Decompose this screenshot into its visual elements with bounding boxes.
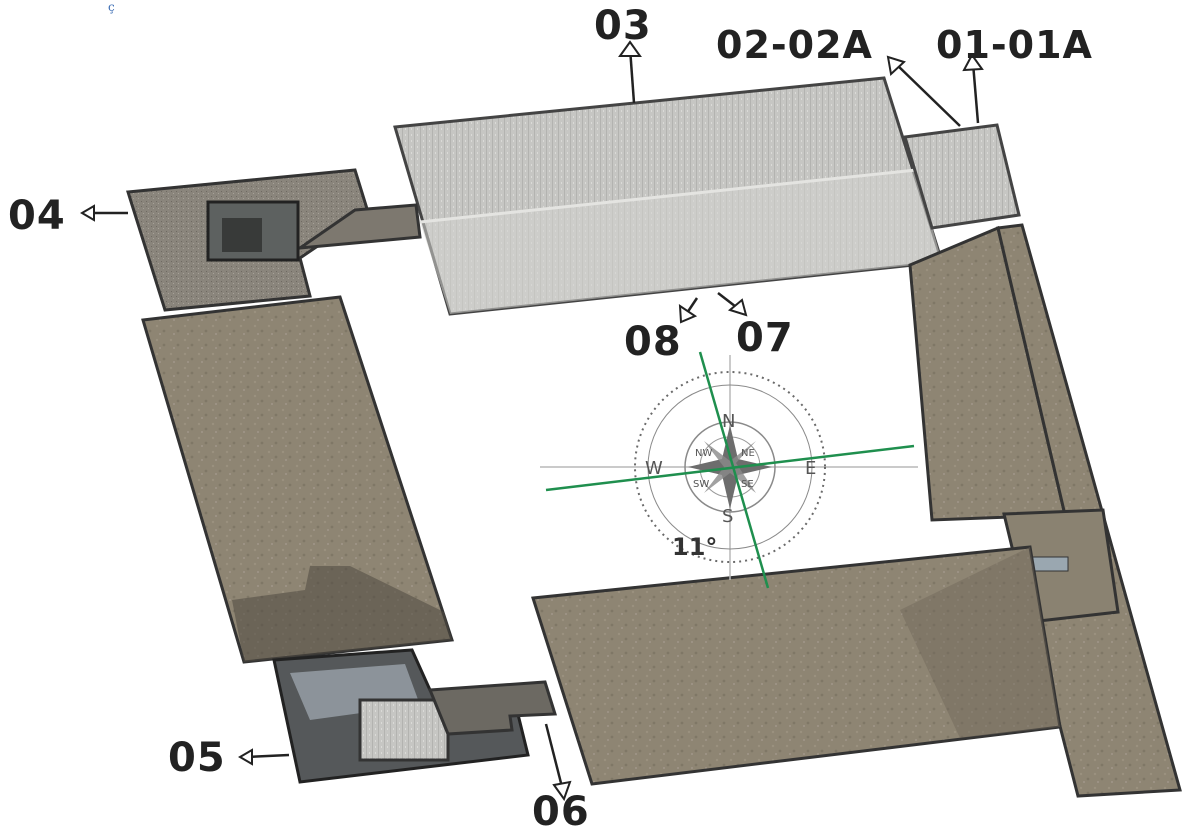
roof-05-metal-box [358,698,450,762]
compass-nw-label: NW [695,448,712,459]
compass-west-label: W [645,458,663,479]
compass-east-label: E [805,458,816,479]
compass-rotated-east-axis [545,444,915,492]
roof-03-ridge [419,168,917,224]
label-05: 05 [168,735,226,781]
arrow-03-head [618,40,642,57]
arrow-06-head [552,780,572,802]
arrow-05 [245,753,290,759]
label-06: 06 [532,789,590,835]
label-04: 04 [8,193,66,239]
corner-mark: ç [108,0,115,14]
label-08: 08 [624,319,682,365]
compass-mid-ring [647,384,813,550]
roof-06-connector [427,680,558,736]
arrow-01-01a [971,62,980,124]
label-01-01a: 01-01A [936,23,1093,67]
compass-se-label: SE [741,479,754,490]
roof-south-building [531,545,1062,786]
roof-04-connector [294,203,422,251]
roof-south-shadow [900,547,1060,738]
label-arrows [80,40,984,802]
arrow-08-head [678,304,698,324]
compass-inner-ring [684,421,776,513]
label-03: 03 [594,3,652,49]
arrow-02-02a [894,62,961,127]
roof-03-lower-slope [420,170,942,314]
compass-rotated-north-axis [698,351,770,589]
arrow-03 [628,47,636,104]
arrow-02-02a-head [886,55,906,76]
compass-rose [540,351,918,589]
arrow-07-head [727,298,748,317]
roof-section-01-02 [903,123,1021,230]
label-07: 07 [736,315,794,361]
arrow-04-head [80,204,95,222]
roof-west-wing-shadow [232,566,452,662]
label-02-02a: 02-02A [716,23,873,67]
compass-north-label: N [722,411,735,432]
compass-sw-label: SW [693,479,709,490]
roof-04-shadow [222,218,262,252]
arrow-01-01a-head [962,53,984,72]
arrow-05-head [238,748,253,766]
compass-outer-ring [634,371,826,563]
compass-rotation-label: 11° [672,533,718,561]
compass-south-label: S [722,506,733,527]
compass-ne-label: NE [741,448,755,459]
arrow-06 [544,723,564,788]
